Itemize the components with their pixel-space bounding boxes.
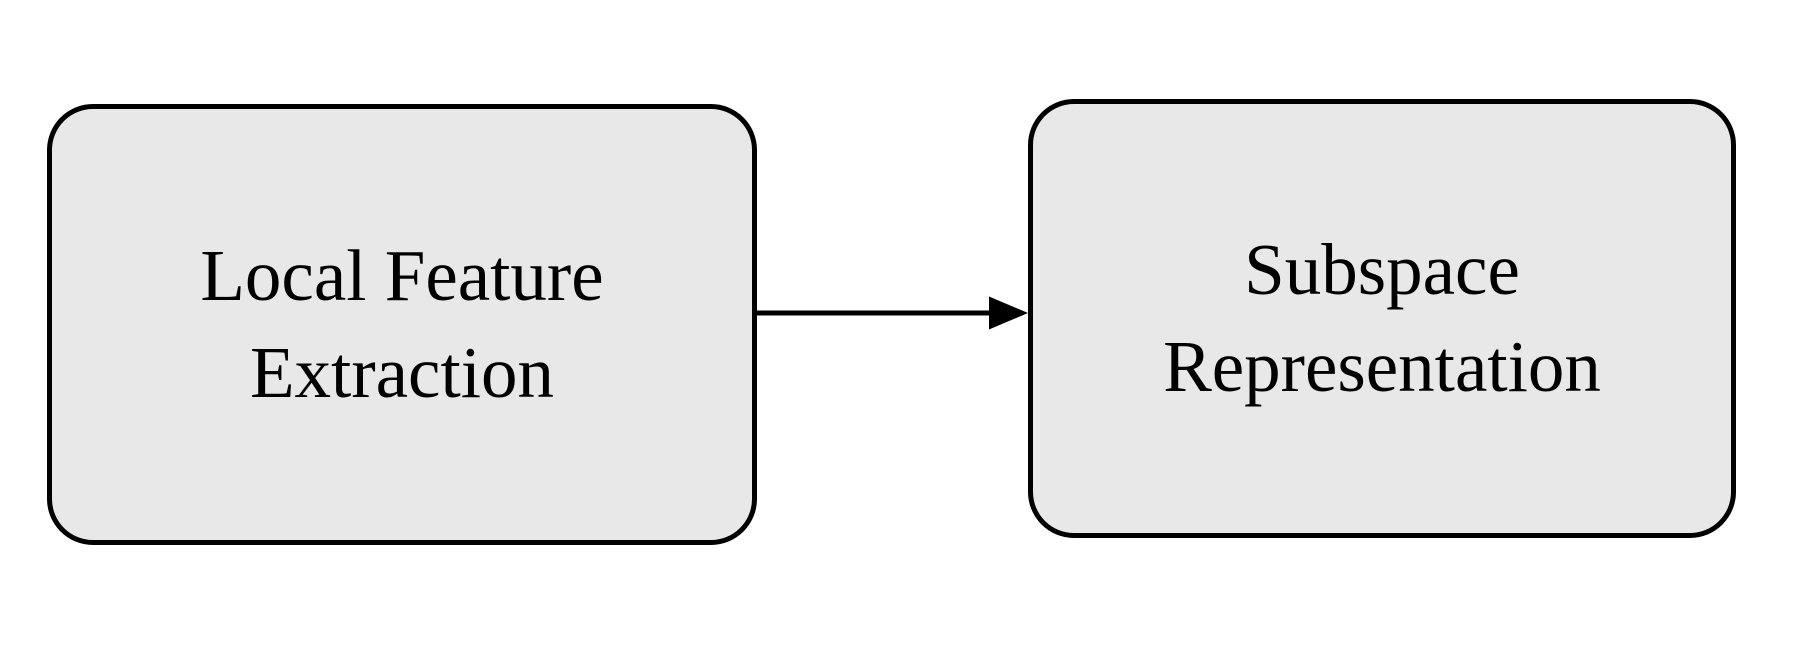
node-label-line: Representation <box>1163 325 1601 407</box>
node-subspace-representation: Subspace Representation <box>1028 99 1736 538</box>
node-local-feature-extraction: Local Feature Extraction <box>47 104 757 545</box>
node-label-line: Subspace <box>1244 229 1520 311</box>
arrow-head <box>989 296 1028 330</box>
node-label-line: Extraction <box>249 331 555 413</box>
arrow-local-to-subspace-icon <box>757 296 1028 330</box>
node-label-line: Local Feature <box>200 235 604 317</box>
